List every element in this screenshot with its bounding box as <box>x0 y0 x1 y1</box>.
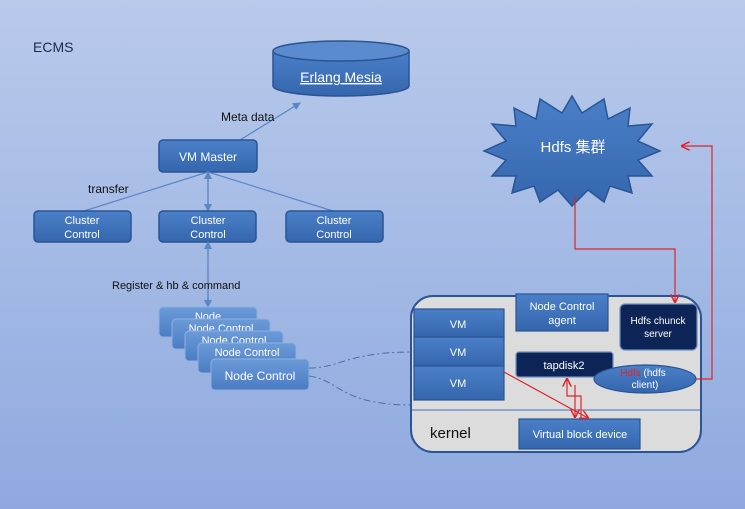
node-control-stack: Node Node Control Node Control Node Cont… <box>158 306 310 391</box>
cluster-control-2-line2: Control <box>190 229 225 241</box>
kernel-label: kernel <box>430 425 471 442</box>
database-label: Erlang Mesia <box>300 69 382 85</box>
vm-master-box: VM Master <box>158 139 258 173</box>
red-arrow-hdfs-to-chunk <box>574 196 675 302</box>
vm-2-label: VM <box>450 347 467 359</box>
cluster-control-2: Cluster Control <box>158 210 257 243</box>
edge-transfer-right <box>207 171 334 212</box>
host-connector-top <box>308 351 413 369</box>
agent-line2: agent <box>548 315 576 327</box>
red-arrow-client-to-hdfs <box>682 146 713 380</box>
edge-meta-data <box>239 102 301 141</box>
host-connector-bottom <box>308 375 413 406</box>
agent-line1: Node Control <box>530 301 595 313</box>
hdfs-cluster-label: Hdfs 集群 <box>540 139 605 156</box>
client-line1-b: (hdfs <box>641 368 666 379</box>
client-line1-a: Hdfs <box>620 368 641 379</box>
node-stack-partial-3: Node Control <box>215 347 280 359</box>
database-cylinder: Erlang Mesia <box>272 40 410 97</box>
vm-stack: VM VM VM <box>413 308 505 401</box>
vm-master-label: VM Master <box>179 150 237 164</box>
cluster-control-1-line1: Cluster <box>65 215 100 227</box>
node-stack-front-label: Node Control <box>225 369 296 383</box>
hdfs-cluster-burst: Hdfs 集群 <box>482 94 662 208</box>
cluster-control-3-line1: Cluster <box>317 215 352 227</box>
chunk-line1: Hdfs chunck <box>630 316 686 327</box>
hdfs-client: Hdfs (hdfs client) <box>593 364 697 394</box>
chunk-line2: server <box>644 329 672 340</box>
cluster-control-3: Cluster Control <box>285 210 384 243</box>
vm-3-label: VM <box>450 378 467 390</box>
cluster-control-1: Cluster Control <box>33 210 132 243</box>
edge-transfer-left <box>83 171 209 212</box>
hdfs-chunk-server: Hdfs chunck server <box>619 303 698 351</box>
edge-meta-data-label: Meta data <box>221 110 275 124</box>
virtual-block-device: Virtual block device <box>518 418 641 450</box>
diagram-title: ECMS <box>33 39 73 55</box>
client-line2: client) <box>632 380 659 391</box>
client-line1: Hdfs (hdfs <box>620 368 666 379</box>
cluster-control-2-line1: Cluster <box>191 215 226 227</box>
vm-1-label: VM <box>450 319 467 331</box>
node-control-agent: Node Control agent <box>515 293 609 332</box>
cluster-control-1-line2: Control <box>64 229 99 241</box>
tapdisk-box: tapdisk2 <box>515 351 614 378</box>
cluster-control-3-line2: Control <box>316 229 351 241</box>
edge-transfer-label: transfer <box>88 182 129 196</box>
tapdisk-label: tapdisk2 <box>544 360 585 372</box>
red-arrow-vbd-to-tapdisk <box>567 379 582 418</box>
vbd-label: Virtual block device <box>533 429 628 441</box>
edge-register-label: Register & hb & command <box>112 280 240 292</box>
